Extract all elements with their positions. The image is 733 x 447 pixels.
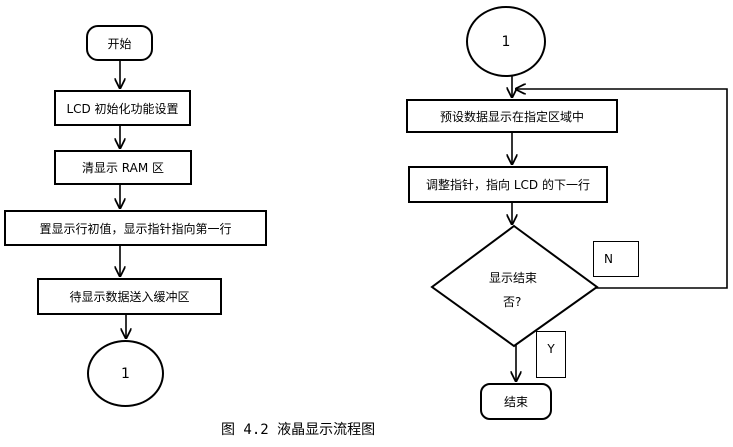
start-label: 开始	[107, 36, 132, 51]
end-label: 结束	[503, 395, 528, 409]
start-terminal: 开始	[86, 25, 153, 61]
preset-data-label: 预设数据显示在指定区域中	[439, 109, 584, 124]
lcd-init-label: LCD 初始化功能设置	[66, 101, 179, 116]
yes-label: Y	[547, 342, 555, 356]
decision-label-line1: 显示结束	[489, 271, 538, 285]
decision-label-line2: 否?	[503, 295, 522, 309]
init-row-label: 置显示行初值，显示指针指向第一行	[39, 221, 232, 236]
off-page-connector-out: 1	[87, 340, 164, 407]
arrow-loop-back-no	[516, 89, 728, 289]
figure-caption: 图 4.2 液晶显示流程图	[221, 422, 376, 438]
preset-data-box: 预设数据显示在指定区域中	[406, 99, 618, 133]
no-label: N	[604, 252, 613, 266]
connector-in-label: 1	[501, 33, 511, 50]
end-terminal: 结束	[480, 383, 552, 420]
lcd-init-box: LCD 初始化功能设置	[54, 90, 191, 126]
init-row-box: 置显示行初值，显示指针指向第一行	[4, 210, 267, 246]
clear-ram-box: 清显示 RAM 区	[54, 150, 192, 185]
no-branch-label: N	[593, 241, 639, 277]
clear-ram-label: 清显示 RAM 区	[81, 161, 165, 175]
off-page-connector-in: 1	[466, 6, 546, 77]
buffer-label: 待显示数据送入缓冲区	[69, 290, 190, 304]
connector-out-label: 1	[121, 365, 130, 382]
buffer-box: 待显示数据送入缓冲区	[37, 278, 222, 315]
decision-diamond	[430, 224, 599, 348]
adjust-pointer-box: 调整指针，指向 LCD 的下一行	[408, 166, 608, 203]
adjust-pointer-label: 调整指针，指向 LCD 的下一行	[426, 178, 590, 192]
yes-branch-label: Y	[536, 331, 566, 378]
